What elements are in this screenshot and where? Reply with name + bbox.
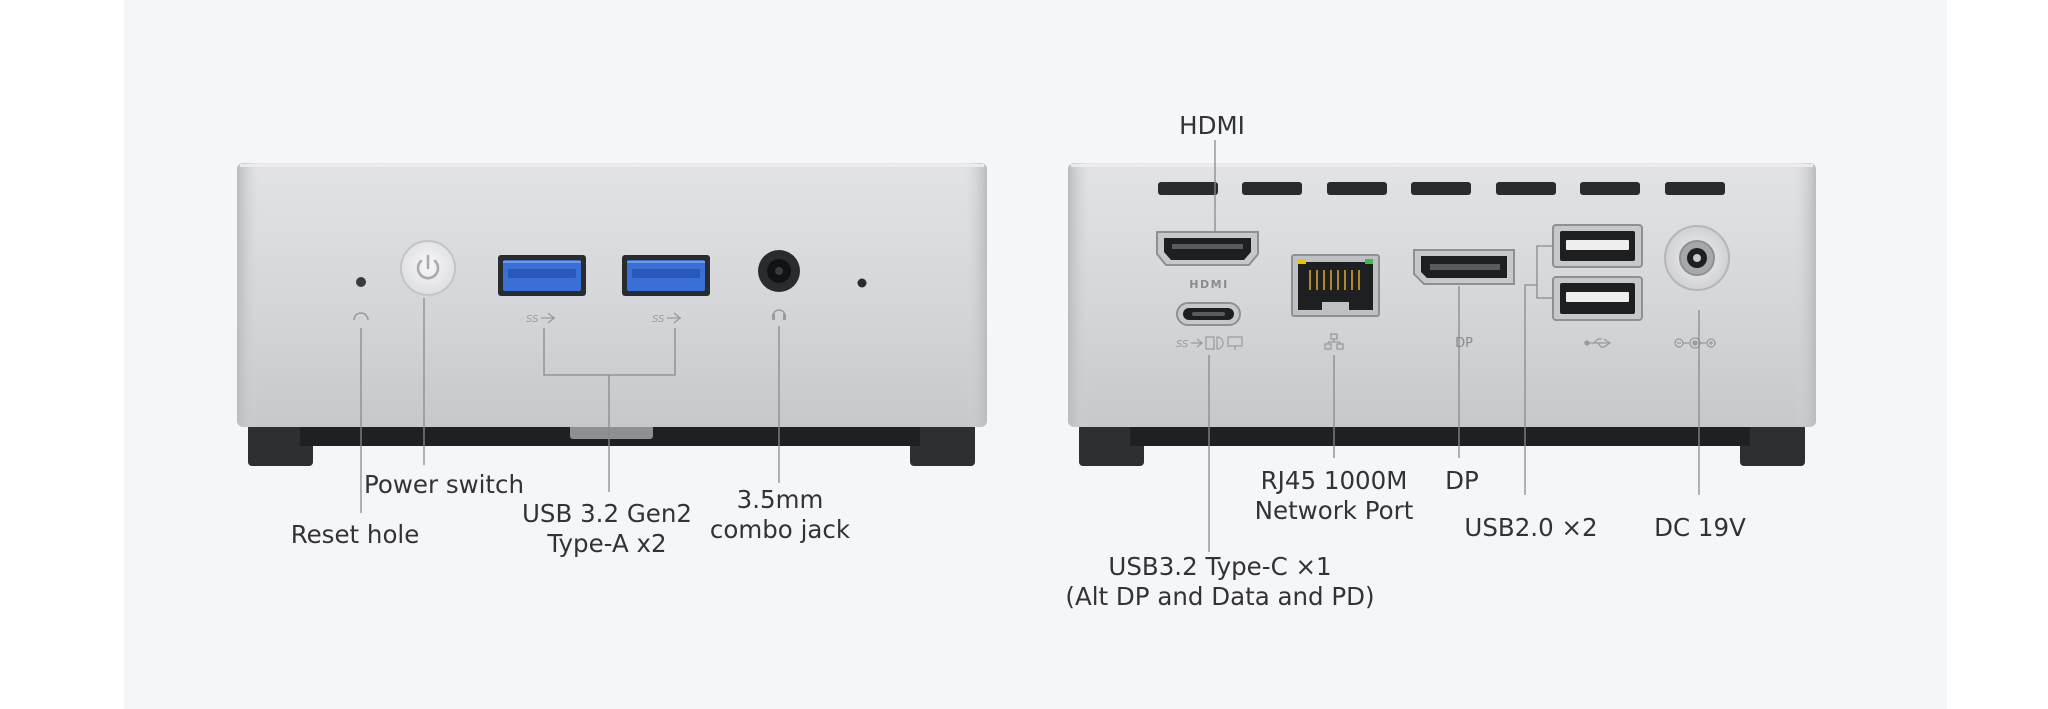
dp-icon: DP xyxy=(1455,336,1473,351)
usb-c-port xyxy=(1176,302,1241,326)
dc-label: DC 19V xyxy=(1654,513,1746,542)
front-base-tab xyxy=(570,425,653,439)
rear-leader-lines xyxy=(1208,140,1700,552)
rear-foot-right xyxy=(1740,424,1805,466)
audio-jack-label-line1: 3.5mm xyxy=(736,485,824,514)
svg-text:SS: SS xyxy=(1176,339,1189,350)
front-unit: SS SS xyxy=(237,163,987,466)
svg-text:SS: SS xyxy=(526,314,539,325)
front-foot-right xyxy=(910,424,975,466)
power-icon xyxy=(416,259,440,280)
usb-c-label: USB3.2 Type-C ×1 (Alt DP and Data and PD… xyxy=(1065,552,1374,612)
status-led xyxy=(857,278,867,288)
power-switch-label: Power switch xyxy=(363,470,525,499)
usb2-label: USB2.0 ×2 xyxy=(1464,513,1598,542)
usb2-port-bottom xyxy=(1552,276,1643,321)
dc-power-jack xyxy=(1664,225,1730,291)
dp-label: DP xyxy=(1445,466,1479,495)
svg-text:SS: SS xyxy=(652,314,665,325)
network-icon xyxy=(1324,333,1344,350)
rear-foot-left xyxy=(1079,424,1144,466)
front-foot-left xyxy=(248,424,313,466)
hdmi-port xyxy=(1156,231,1259,266)
rear-vents xyxy=(1158,182,1725,195)
rear-chassis xyxy=(1068,163,1816,427)
hdmi-label: HDMI xyxy=(1179,111,1245,140)
usb-ss-icon-2: SS xyxy=(652,312,682,325)
usb-c-label-line2: (Alt DP and Data and PD) xyxy=(1065,582,1375,611)
usb-c-icons: SS xyxy=(1176,336,1243,350)
usb-a-port-1 xyxy=(498,255,586,296)
audio-jack-label: 3.5mm combo jack xyxy=(710,485,850,545)
usb-a-port-2 xyxy=(622,255,710,296)
displayport-port xyxy=(1413,249,1515,285)
rear-base-shadow xyxy=(1130,424,1750,446)
usb-a-label-line2: Type-A x2 xyxy=(547,529,667,558)
headset-icon xyxy=(772,309,786,320)
rj45-port xyxy=(1291,254,1380,317)
dc-polarity-icon xyxy=(1674,337,1716,349)
usb-icon xyxy=(1584,338,1612,348)
reset-hole xyxy=(356,277,366,287)
front-chassis xyxy=(237,163,987,427)
reset-hole-label: Reset hole xyxy=(290,520,420,549)
front-leader-lines xyxy=(360,298,780,513)
usb-a-label-line1: USB 3.2 Gen2 xyxy=(521,499,693,528)
usb-a-label: USB 3.2 Gen2 Type-A x2 xyxy=(522,499,692,559)
rear-unit: HDMI SS xyxy=(1068,163,1816,466)
audio-jack-label-line2: combo jack xyxy=(709,515,851,544)
rj45-label: RJ45 1000M Network Port xyxy=(1255,466,1414,526)
hdmi-logo: HDMI xyxy=(1189,278,1228,291)
reset-icon xyxy=(353,312,369,321)
usb-c-label-line1: USB3.2 Type-C ×1 xyxy=(1108,552,1332,581)
audio-jack xyxy=(758,250,800,292)
power-button xyxy=(400,240,456,296)
usb-ss-icon-1: SS xyxy=(526,312,556,325)
usb2-port-top xyxy=(1552,224,1643,268)
rj45-label-line1: RJ45 1000M xyxy=(1260,466,1408,495)
rj45-label-line2: Network Port xyxy=(1254,496,1414,525)
